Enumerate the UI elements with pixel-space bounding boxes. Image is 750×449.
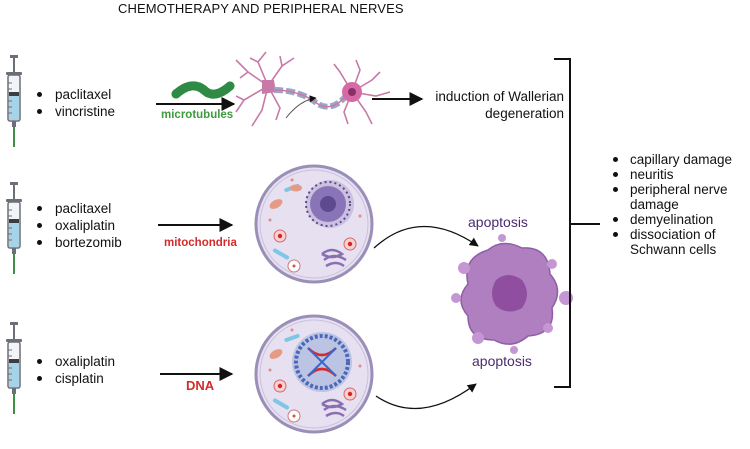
- cell-dna-icon: [254, 314, 374, 434]
- drug-list-row3: oxaliplatin cisplatin: [34, 353, 115, 387]
- outcome-wallerian: induction of Wallerian degeneration: [435, 89, 564, 121]
- bracket-icon: [554, 58, 600, 388]
- neuron-icon: [235, 51, 391, 127]
- target-label-mitochondria: mitochondria: [164, 237, 237, 249]
- drug-item: oxaliplatin: [34, 353, 115, 370]
- apoptosis-label: apoptosis: [472, 353, 532, 369]
- syringe-icon: [5, 54, 23, 148]
- apoptosis-label: apoptosis: [468, 214, 528, 230]
- effects-list: capillary damage neuritis peripheral ner…: [612, 152, 748, 257]
- drug-item: bortezomib: [34, 234, 122, 251]
- effect-item: capillary damage: [612, 152, 748, 167]
- drug-list-row1: paclitaxel vincristine: [34, 86, 115, 120]
- drug-list-row2: paclitaxel oxaliplatin bortezomib: [34, 200, 122, 251]
- arrow-to-apoptosis-2: [375, 383, 477, 410]
- drug-item: vincristine: [34, 103, 115, 120]
- arrow-to-apoptosis-1: [373, 225, 479, 249]
- apoptotic-cell-icon: [451, 234, 573, 354]
- effect-item: demyelination: [612, 212, 748, 227]
- microtubule-icon: [171, 81, 235, 99]
- syringe-icon: [5, 321, 23, 415]
- target-label-microtubules: microtubules: [161, 109, 234, 121]
- drug-item: paclitaxel: [34, 200, 122, 217]
- effect-item: peripheral nerve damage: [612, 182, 748, 212]
- drug-item: oxaliplatin: [34, 217, 122, 234]
- drug-item: cisplatin: [34, 370, 115, 387]
- effect-item: neuritis: [612, 167, 748, 182]
- drug-item: paclitaxel: [34, 86, 115, 103]
- target-label-dna: DNA: [186, 378, 215, 393]
- diagram-title: CHEMOTHERAPY AND PERIPHERAL NERVES: [118, 1, 404, 16]
- syringe-icon: [5, 181, 23, 275]
- effect-item: dissociation of Schwann cells: [612, 227, 748, 257]
- cell-mitochondria-icon: [254, 164, 374, 284]
